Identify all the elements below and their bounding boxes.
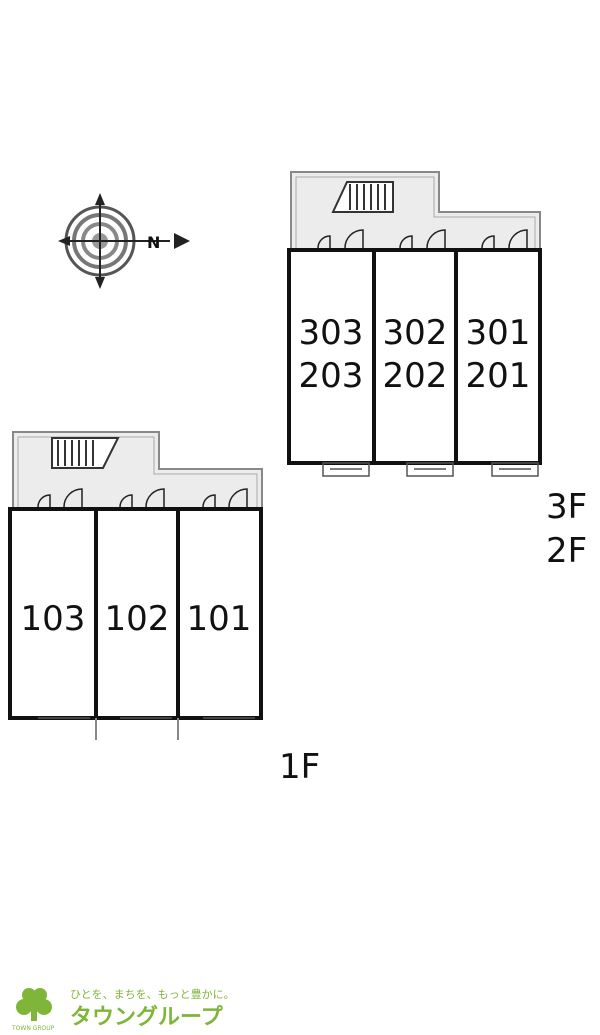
door-icon: [317, 229, 528, 249]
unit-102: [94, 507, 180, 720]
unit-302-202: [372, 248, 458, 465]
door-icon: [37, 488, 248, 508]
unit-103: [8, 507, 98, 720]
upper-block: 303 203 302 202 301 201 3F 2F: [287, 171, 587, 571]
town-group-logo: TOWN GROUP ひとを、まちを、もっと豊かに。 タウングループ: [11, 988, 235, 1032]
logo-name: タウングループ: [70, 1004, 224, 1030]
logo-small-text: TOWN GROUP: [11, 1025, 55, 1032]
floor-label-3f: 3F: [546, 487, 587, 527]
unit-301-201: [454, 248, 542, 465]
unit-label-101: 101: [187, 599, 252, 639]
unit-303-203: [287, 248, 376, 465]
balcony: [322, 462, 539, 477]
tree-icon: [16, 988, 52, 1021]
unit-label-201: 201: [466, 356, 531, 396]
unit-label-203: 203: [299, 356, 364, 396]
logo-tagline: ひとを、まちを、もっと豊かに。: [70, 988, 235, 1001]
stair-icon: [51, 437, 120, 469]
unit-label-301: 301: [466, 313, 531, 353]
unit-101: [176, 507, 263, 720]
lower-block: 103 102 101 1F: [8, 431, 320, 787]
unit-label-303: 303: [299, 313, 364, 353]
floor-label-2f: 2F: [546, 531, 587, 571]
unit-label-302: 302: [383, 313, 448, 353]
unit-label-103: 103: [21, 599, 86, 639]
compass-icon: N: [58, 193, 190, 289]
compass-north-label: N: [147, 233, 160, 252]
floor-label-1f: 1F: [279, 747, 320, 787]
unit-label-102: 102: [105, 599, 170, 639]
unit-label-202: 202: [383, 356, 448, 396]
stair-icon: [331, 181, 394, 213]
